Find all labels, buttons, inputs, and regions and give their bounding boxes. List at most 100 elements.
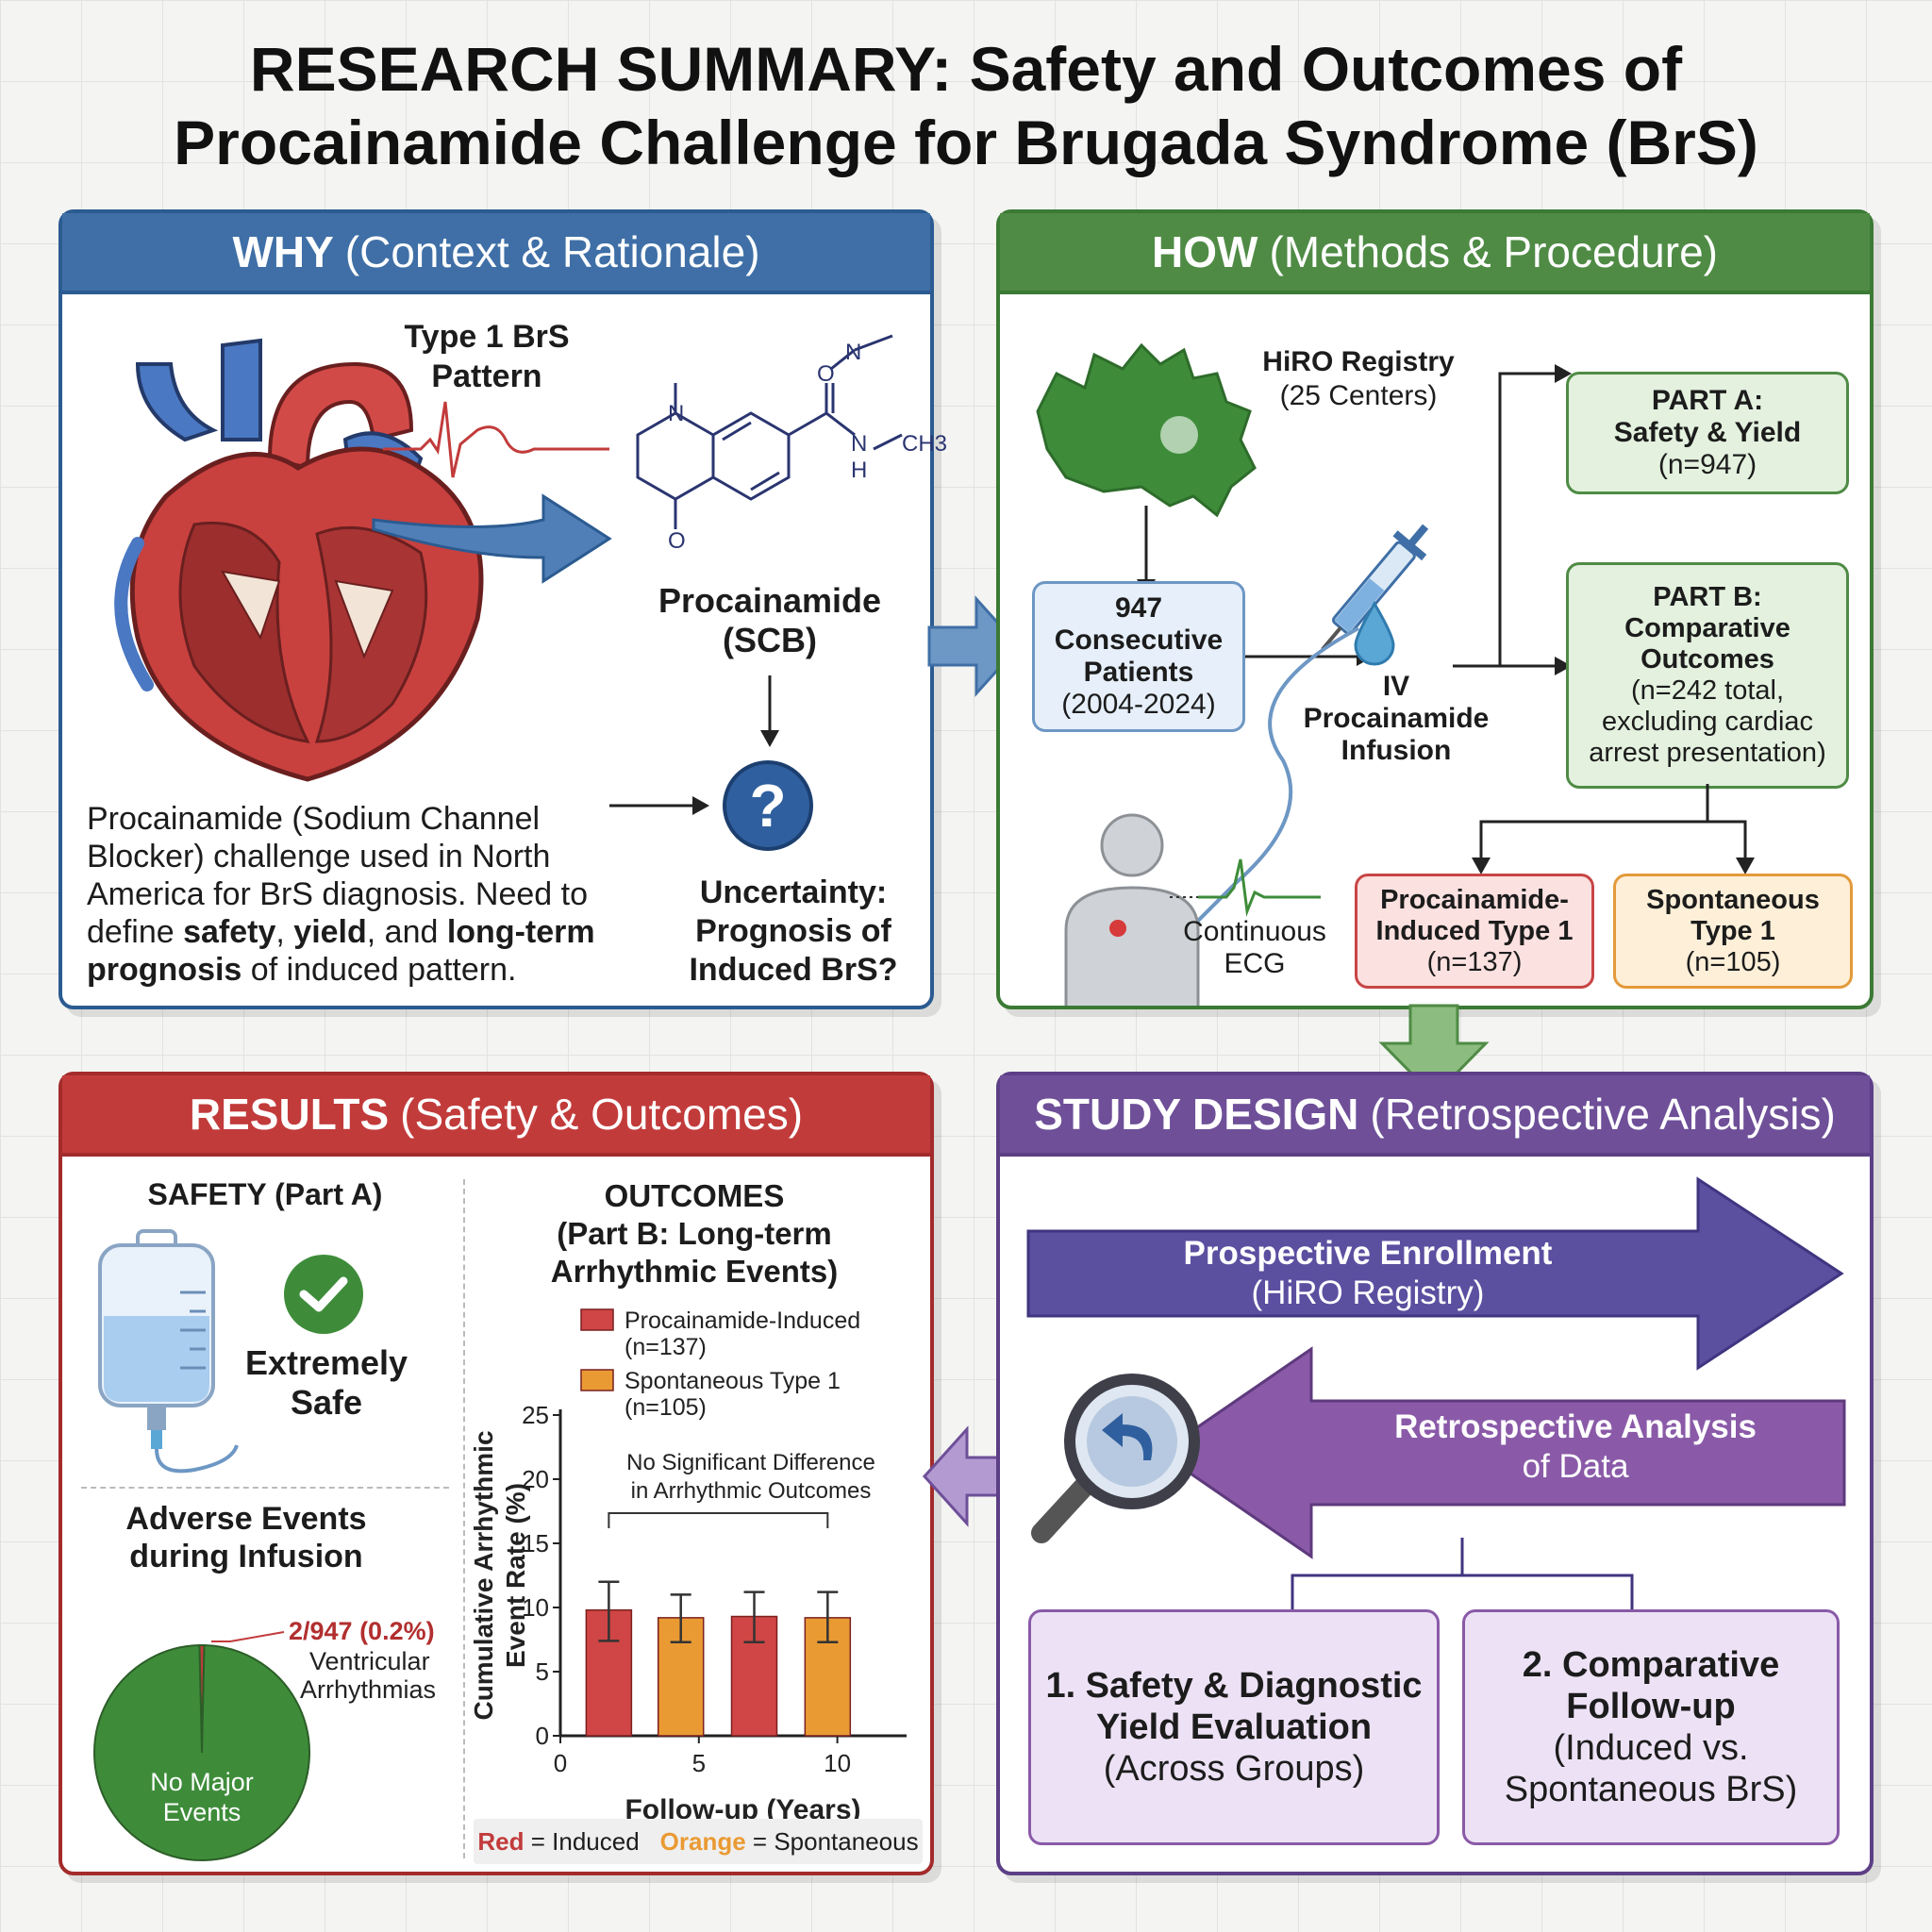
box1-line-3: (Across Groups) (1103, 1749, 1365, 1789)
desc-5b: of induced pattern. (242, 952, 517, 988)
desc-line-1: Procainamide (Sodium Channel (87, 801, 541, 837)
footer-orange: Orange (659, 1826, 746, 1856)
why-description: Procainamide (Sodium Channel Blocker) ch… (87, 800, 634, 989)
arrow-how-to-design (1378, 1004, 1490, 1099)
retrospective-label: Retrospective Analysis of Data (1311, 1407, 1840, 1487)
box1-line-2: Yield Evaluation (1095, 1707, 1373, 1747)
part-b-box: PART B: Comparative Outcomes (n=242 tota… (1566, 562, 1849, 789)
desc-4d: yield (293, 914, 367, 950)
how-head-rest: (Methods & Procedure) (1269, 227, 1718, 276)
desc-line-3: America for BrS diagnosis. Need to (87, 876, 589, 912)
y-tick-label: 10 (522, 1593, 549, 1622)
pie-label-1: 2/947 (0.2%) (289, 1617, 435, 1645)
how-ecg-line-1: Continuous (1183, 916, 1326, 947)
patients-box: 947 Consecutive Patients (2004-2024) (1032, 581, 1245, 732)
how-ecg-line-2: ECG (1224, 948, 1286, 979)
desc-5a: prognosis (87, 952, 242, 988)
extremely-safe-label: Extremely Safe (232, 1343, 421, 1423)
desc-line-5: prognosis of induced pattern. (87, 951, 634, 989)
induced-line-2: Induced Type 1 (1375, 915, 1574, 946)
legend-sublabel: (n=137) (625, 1334, 707, 1360)
registry-line-2: (25 Centers) (1279, 380, 1438, 411)
results-head-rest: (Safety & Outcomes) (400, 1090, 804, 1139)
spont-line-3: (n=105) (1685, 946, 1781, 977)
checkmark-icon (284, 1255, 363, 1334)
patients-line-4: (2004-2024) (1061, 689, 1216, 720)
prospective-label: Prospective Enrollment (HiRO Registry) (1028, 1234, 1707, 1313)
part-a-line-3: (n=947) (1657, 449, 1757, 480)
x-tick-label: 5 (692, 1749, 706, 1777)
retro-line-2: of Data (1522, 1448, 1629, 1485)
infusion-label: IV Procainamide Infusion (1283, 671, 1509, 767)
spont-line-1: Spontaneous (1646, 884, 1820, 915)
why-head-bold: WHY (232, 227, 334, 276)
desc-line-4: define safety, yield, and long-term (87, 913, 634, 951)
comparative-followup-box: 2. Comparative Follow-up (Induced vs. Sp… (1462, 1609, 1840, 1845)
ecg-label: Continuous ECG (1170, 916, 1340, 980)
adverse-line-1: Adverse Events (125, 1501, 367, 1537)
page-title: RESEARCH SUMMARY: Safety and Outcomes of… (0, 32, 1932, 179)
pie-label-2: Ventricular (309, 1647, 430, 1675)
arrow-desc-to-question (609, 796, 709, 815)
outcomes-line-3: Arrhythmic Events) (550, 1254, 839, 1289)
patient-silhouette-icon (1064, 813, 1200, 1006)
patients-line-1: 947 (1114, 592, 1163, 624)
iv-bag-icon (98, 1229, 239, 1474)
legend-label: Spontaneous Type 1 (625, 1368, 841, 1394)
ecg-label-line-2: Pattern (431, 358, 542, 394)
design-head-rest: (Retrospective Analysis) (1370, 1090, 1836, 1139)
drug-label-line-1: Procainamide (658, 581, 882, 620)
atom-o1: O (817, 361, 835, 387)
desc-4e: , and (366, 914, 447, 950)
spont-line-2: Type 1 (1690, 915, 1775, 946)
results-panel-header: RESULTS (Safety & Outcomes) (62, 1075, 930, 1157)
results-panel: RESULTS (Safety & Outcomes) SAFETY (Part… (58, 1072, 934, 1875)
legend-swatch (580, 1369, 614, 1391)
atom-n1: N (668, 401, 684, 426)
footer-induced: = Induced (524, 1826, 640, 1856)
uncertainty-line-3: Induced BrS? (689, 952, 898, 988)
part-a-line-1: PART A: (1651, 385, 1764, 416)
legend-label: Procainamide-Induced (625, 1307, 860, 1334)
safe-line-2: Safe (290, 1383, 363, 1422)
syringe-icon (1321, 524, 1429, 651)
induced-line-1: Procainamide- (1380, 884, 1569, 915)
drug-label-line-2: (SCB) (723, 621, 817, 659)
pie-inside-2: Events (163, 1798, 242, 1826)
y-tick-label: 5 (536, 1657, 549, 1686)
desc-4c: , (275, 914, 294, 950)
outcomes-line-2: (Part B: Long-term (557, 1216, 832, 1251)
droplet-icon (1354, 601, 1395, 666)
infusion-line-2: Procainamide (1303, 703, 1490, 734)
x-tick-label: 10 (824, 1749, 851, 1777)
arrow-drug-down (760, 675, 779, 747)
patients-line-2: Consecutive (1054, 625, 1224, 656)
y-tick-label: 25 (522, 1401, 549, 1429)
induced-line-3: (n=137) (1426, 946, 1523, 977)
iv-tube-line (1187, 626, 1359, 932)
infusion-line-3: Infusion (1341, 735, 1452, 766)
color-key-footer: Red = Induced Orange = Spontaneous (474, 1819, 923, 1864)
why-panel-header: WHY (Context & Rationale) (62, 213, 930, 294)
uncertainty-text: Uncertainty: Prognosis of Induced BrS? (657, 874, 930, 990)
drug-label: Procainamide (SCB) (628, 581, 911, 660)
safety-yield-box: 1. Safety & Diagnostic Yield Evaluation … (1028, 1609, 1440, 1845)
why-head-rest: (Context & Rationale) (344, 227, 760, 276)
retro-line-1: Retrospective Analysis (1394, 1408, 1757, 1445)
desc-line-2: Blocker) challenge used in North (87, 839, 551, 874)
spontaneous-box: Spontaneous Type 1 (n=105) (1613, 874, 1853, 989)
y-axis-label-line-1: Cumulative Arrhythmic (469, 1430, 498, 1720)
adverse-pie-chart: 2/947 (0.2%) Ventricular Arrhythmias No … (93, 1617, 436, 1861)
part-b-line-2: Comparative (1624, 613, 1790, 643)
magnifier-icon (1031, 1374, 1200, 1543)
part-a-line-2: Safety & Yield (1613, 417, 1802, 448)
ecg-label-line-1: Type 1 BrS (404, 319, 570, 355)
atom-n3: N (851, 431, 867, 457)
title-line-1: RESEARCH SUMMARY: Safety and Outcomes of (249, 34, 1683, 104)
legend-swatch (580, 1308, 614, 1331)
y-axis-label-line-2: Event Rate (%) (501, 1483, 530, 1668)
canada-map-icon (1036, 342, 1257, 518)
atom-n2: N (845, 340, 861, 365)
design-head-bold: STUDY DESIGN (1034, 1090, 1359, 1139)
